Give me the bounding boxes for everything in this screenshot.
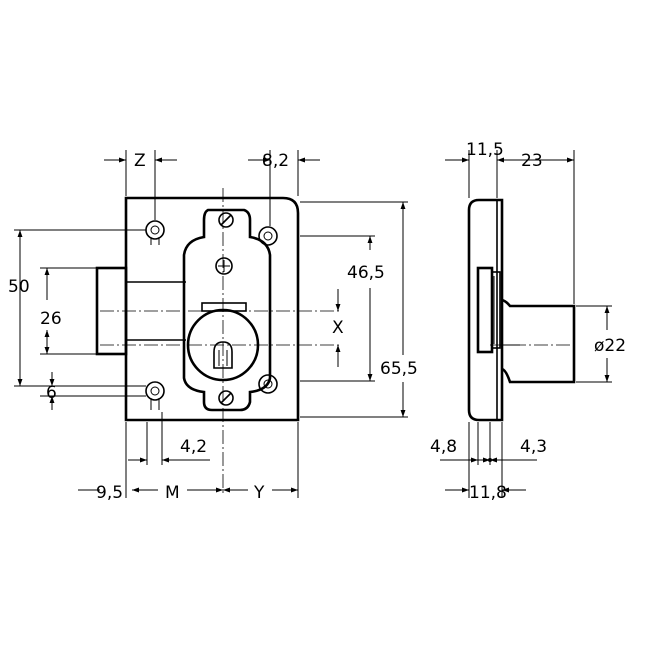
- front-dimension-lines: [17, 157, 406, 493]
- front-extension-lines: [14, 150, 408, 498]
- dim-4-3: 4,3: [520, 437, 547, 457]
- side-dimension-lines: [440, 157, 610, 493]
- dimension-labels: Z 8,2 11,5 23 50 26 46,5 X 65,5 6 4,2 9,…: [8, 140, 626, 503]
- screw-icon: [218, 212, 234, 228]
- dim-11-8: 11,8: [469, 483, 507, 503]
- dim-4-2: 4,2: [180, 437, 207, 457]
- dim-diameter-22: ø22: [594, 336, 626, 356]
- dim-65-5: 65,5: [380, 359, 418, 379]
- side-bolt: [501, 298, 576, 384]
- dim-4-8: 4,8: [430, 437, 457, 457]
- screw-icon: [215, 257, 233, 275]
- mounting-hole-icon: [145, 220, 165, 245]
- dim-50: 50: [8, 277, 30, 297]
- dim-23: 23: [521, 151, 543, 171]
- side-housing: [467, 198, 504, 422]
- mounting-hole-icon: [258, 374, 278, 394]
- side-extension-lines: [468, 150, 612, 498]
- dim-y: Y: [253, 483, 265, 503]
- cylinder-section: [476, 266, 494, 354]
- dim-8-2: 8,2: [262, 151, 289, 171]
- screw-icon: [218, 390, 234, 406]
- lock-housing: [124, 196, 300, 422]
- dim-z: Z: [134, 151, 146, 171]
- dim-6: 6: [46, 383, 57, 403]
- dim-26: 26: [40, 309, 62, 329]
- mounting-hole-icon: [145, 381, 165, 410]
- mounting-hole-icon: [258, 226, 278, 246]
- dim-m: M: [165, 483, 180, 503]
- front-view: [95, 188, 342, 495]
- dim-11-5: 11,5: [466, 140, 504, 160]
- dim-x: X: [332, 318, 344, 338]
- escutcheon-plate: [182, 208, 272, 412]
- dim-46-5: 46,5: [347, 263, 385, 283]
- side-view: [467, 198, 576, 422]
- dim-9-5: 9,5: [96, 483, 123, 503]
